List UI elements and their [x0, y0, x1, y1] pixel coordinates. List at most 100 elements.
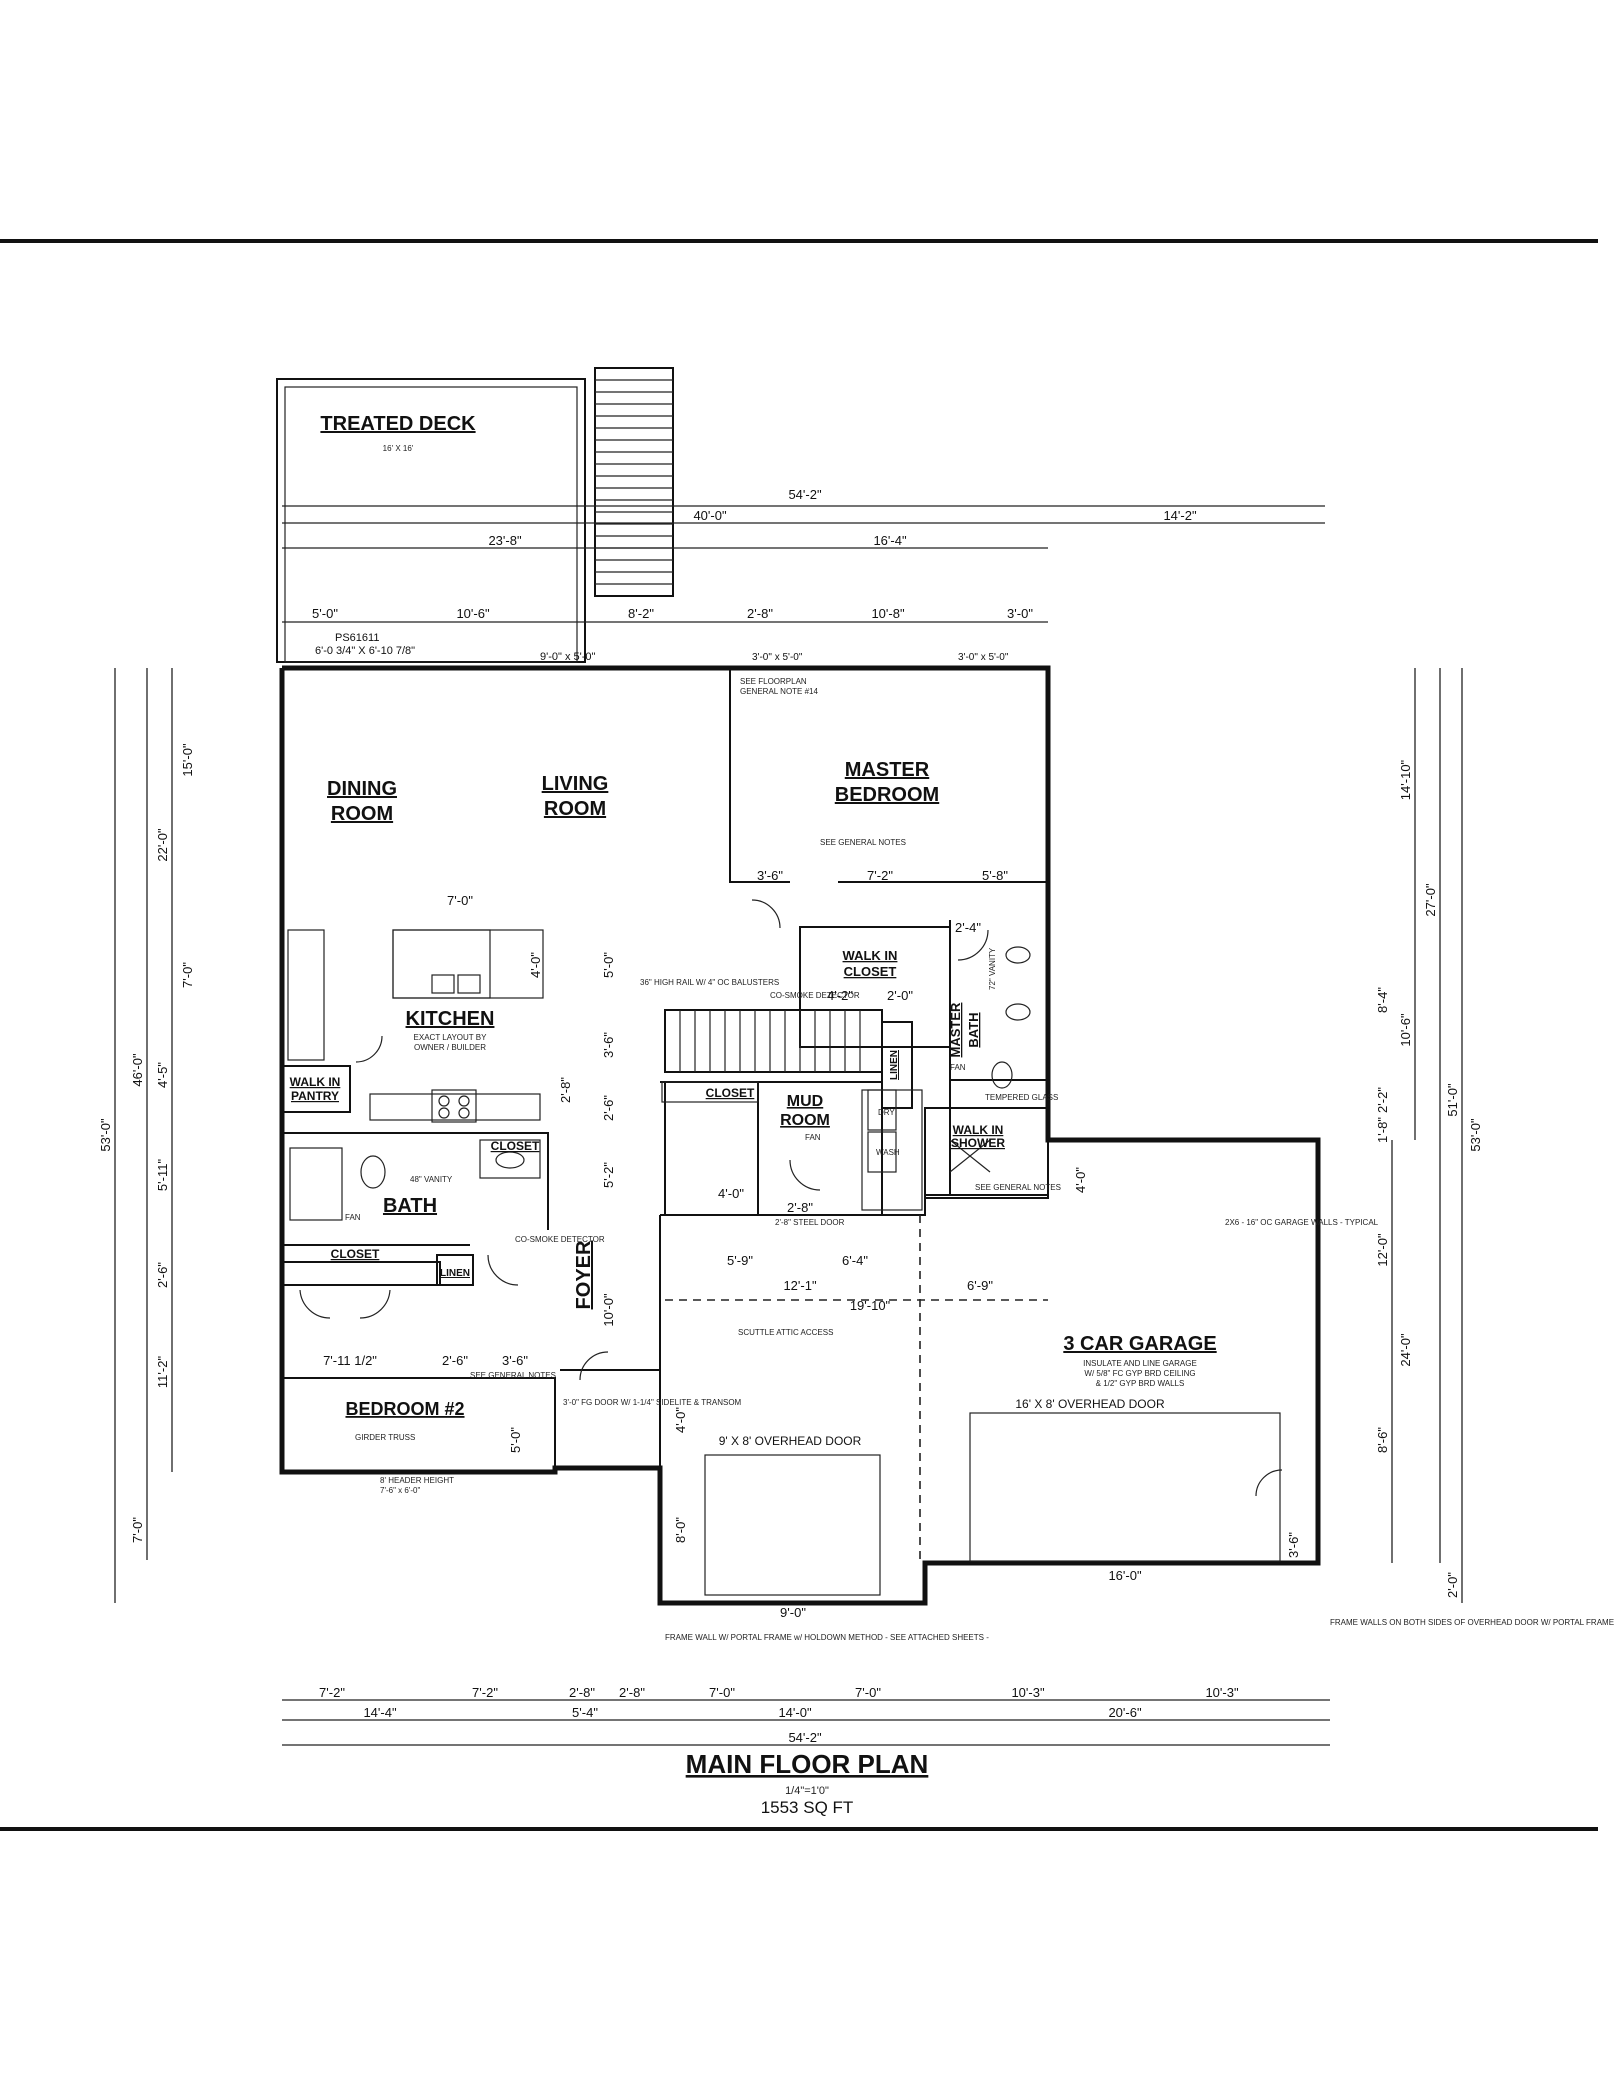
label-foyer: FOYER: [573, 1240, 595, 1309]
note-attic: SCUTTLE ATTIC ACCESS: [738, 1328, 833, 1337]
dim-right-0: 14'-10": [1398, 759, 1413, 800]
dim-int-29: 4'-0": [718, 1186, 744, 1201]
treated-deck: [276, 367, 674, 663]
note-ps: PS61611: [335, 632, 379, 644]
dim-int-18: 7'-11 1/2": [323, 1353, 377, 1368]
title-block: MAIN FLOOR PLAN 1/4"=1'0" 1553 SQ FT: [686, 1749, 929, 1817]
note-high-rail: 36" HIGH RAIL W/ 4" OC BALUSTERS: [640, 978, 779, 987]
dim-int-14: 6'-4": [842, 1253, 868, 1268]
note-tempered: TEMPERED GLASS: [985, 1093, 1058, 1102]
dim-right-7: 1'-8": [1375, 1117, 1390, 1143]
dim-bottom-3: 2'-8": [619, 1685, 645, 1700]
dim-bottom-5: 7'-0": [855, 1685, 881, 1700]
dim-top-1: 40'-0": [693, 508, 727, 523]
dim-right-4: 8'-4": [1375, 987, 1390, 1013]
dim-left-7: 2'-6": [155, 1262, 170, 1288]
label-master-2: BEDROOM: [835, 784, 939, 806]
dim-right-2: 51'-0": [1445, 1083, 1460, 1117]
note-vanity-48: 48" VANITY: [410, 1175, 453, 1184]
dim-left-5: 4'-5": [155, 1062, 170, 1088]
dim-top-3: 23'-8": [488, 533, 522, 548]
dim-right-10: 8'-6": [1375, 1427, 1390, 1453]
dimension-texts: 54'-2" 40'-0" 14'-2" 23'-8" 16'-4" 5'-0"…: [98, 487, 1483, 1745]
dim-int-12: 10'-0": [601, 1293, 616, 1327]
dim-left-8: 11'-2": [155, 1356, 170, 1389]
label-garage-note-3: & 1/2" GYP BRD WALLS: [1096, 1379, 1185, 1388]
dim-int-13: 5'-9": [727, 1253, 753, 1268]
dim-int-10: 2'-6": [601, 1095, 616, 1121]
dim-int-19: 2'-6": [442, 1353, 468, 1368]
dim-int-28: 2'-8": [787, 1200, 813, 1215]
dim-int-2: 3'-6": [757, 868, 783, 883]
dim-int-3: 7'-2": [867, 868, 893, 883]
dim-right-5: 10'-6": [1398, 1013, 1413, 1047]
dim-int-30: 3'-6": [1286, 1532, 1301, 1558]
dim-int-1: 4'-0": [528, 952, 543, 978]
dim-int-0: 7'-0": [447, 893, 473, 908]
dim-int-20: 3'-6": [502, 1353, 528, 1368]
label-linen-bath: LINEN: [440, 1268, 470, 1279]
dim-top-10: 3'-0": [1007, 606, 1033, 621]
dim-int-5: 4'-2": [827, 988, 853, 1003]
label-living-2: ROOM: [544, 798, 606, 820]
dim-top-9: 10'-8": [871, 606, 905, 621]
dim-bottom-10: 14'-0": [778, 1705, 812, 1720]
dim-bottom-1: 7'-2": [472, 1685, 498, 1700]
plan-notes: PS61611 6'-0 3/4" X 6'-10 7/8" 9'-0" x 5…: [315, 632, 1614, 1642]
label-master-1: MASTER: [845, 759, 930, 781]
note-steel-door: 2'-8" STEEL DOOR: [775, 1218, 845, 1227]
dim-left-3: 15'-0": [180, 743, 195, 777]
dim-left-9: 7'-0": [130, 1517, 145, 1543]
dim-int-9: 3'-6": [601, 1032, 616, 1058]
dim-bottom-7: 10'-3": [1205, 1685, 1239, 1700]
interior-stairs: [679, 1010, 861, 1072]
note-smoke-2: CO-SMOKE DETECTOR: [515, 1235, 605, 1244]
dim-int-22: 4'-0": [673, 1407, 688, 1433]
note-header-height: 8' HEADER HEIGHT: [380, 1476, 454, 1485]
dim-int-24: 9'-0": [780, 1605, 806, 1620]
dim-top-4: 16'-4": [873, 533, 907, 548]
note-frame-wall-left: FRAME WALL W/ PORTAL FRAME w/ HOLDOWN ME…: [665, 1633, 989, 1642]
label-dining-1: DINING: [327, 778, 397, 800]
note-deck-door: 6'-0 3/4" X 6'-10 7/8": [315, 645, 415, 657]
label-master-bath-1: MASTER: [948, 1002, 963, 1058]
dim-right-1: 27'-0": [1423, 883, 1438, 917]
dim-top-6: 10'-6": [456, 606, 490, 621]
dim-int-7: 2'-4": [955, 920, 981, 935]
dim-bottom-4: 7'-0": [709, 1685, 735, 1700]
label-closet-bath: CLOSET: [491, 1139, 540, 1153]
note-fg-door: 3'-0" FG DOOR W/ 1-1/4" SIDELITE & TRANS…: [563, 1398, 742, 1407]
dim-bottom-2: 2'-8": [569, 1685, 595, 1700]
dim-right-8: 12'-0": [1375, 1233, 1390, 1267]
note-shower-general: SEE GENERAL NOTES: [975, 1183, 1061, 1192]
dim-int-25: 16'-0": [1108, 1568, 1142, 1583]
note-frame-wall-right: FRAME WALLS ON BOTH SIDES OF OVERHEAD DO…: [1330, 1618, 1614, 1627]
dim-int-27: 2'-8": [558, 1077, 573, 1103]
dim-int-11: 5'-2": [601, 1162, 616, 1188]
dim-left-6: 5'-11": [155, 1159, 170, 1192]
dim-right-3: 53'-0": [1468, 1118, 1483, 1152]
note-living-window: 9'-0" x 5'-0": [540, 651, 596, 663]
dim-int-23: 8'-0": [673, 1517, 688, 1543]
label-mud-1: MUD: [787, 1093, 823, 1110]
note-master-general: SEE GENERAL NOTES: [820, 838, 906, 847]
dim-bottom-12: 54'-2": [788, 1730, 822, 1745]
dim-bottom-11: 20'-6": [1108, 1705, 1142, 1720]
label-kitchen-note-1: EXACT LAYOUT BY: [414, 1033, 488, 1042]
dim-bottom-9: 5'-4": [572, 1705, 598, 1720]
note-mb-window-2: 3'-0" x 5'-0": [958, 652, 1009, 663]
dim-left-1: 46'-0": [130, 1053, 145, 1087]
dimension-lines: [114, 505, 1463, 1746]
dim-left-2: 22'-0": [155, 828, 170, 862]
note-smoke-1: CO-SMOKE DETECTOR: [770, 991, 860, 1000]
label-walk-in-closet-2: CLOSET: [844, 964, 897, 979]
dim-bottom-6: 10'-3": [1011, 1685, 1045, 1700]
dim-right-11: 2'-0": [1445, 1572, 1460, 1598]
label-closet-mud: CLOSET: [706, 1086, 755, 1100]
note-overhead-16: 16' X 8' OVERHEAD DOOR: [1015, 1397, 1165, 1411]
note-fan-master: FAN: [950, 1063, 966, 1072]
note-fan-bath: FAN: [345, 1213, 361, 1222]
note-mb-window-1: 3'-0" x 5'-0": [752, 652, 803, 663]
label-master-bath-2: BATH: [966, 1012, 981, 1047]
